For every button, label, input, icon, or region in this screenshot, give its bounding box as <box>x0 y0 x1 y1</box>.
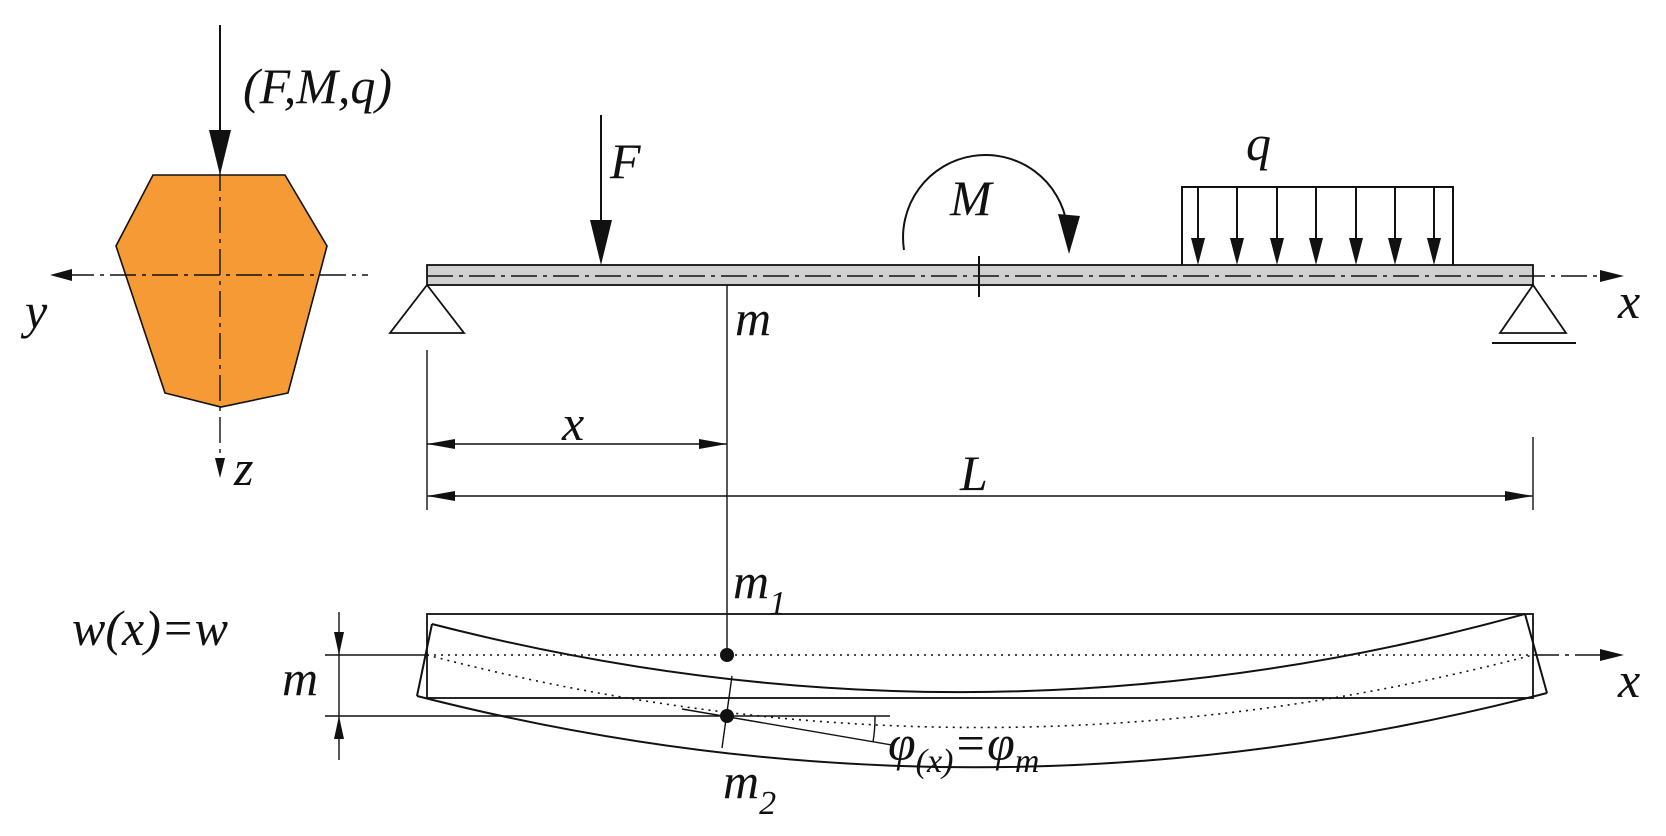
deflected-beam: w(x)=w x m m1 m2 φ(x)=φm <box>72 553 1640 822</box>
rotation-angle-arc <box>872 715 876 743</box>
distributed-load-label: q <box>1246 115 1271 171</box>
dimension-lines: x L <box>426 350 1534 510</box>
beam-x-axis-label: x <box>1617 273 1640 329</box>
loaded-beam: x F M q m <box>388 115 1640 655</box>
dim-x-label: x <box>561 395 584 451</box>
moment-label: M <box>949 170 994 226</box>
beam-x-axis-arrowhead <box>1600 270 1624 282</box>
deflection-dim-label: m <box>282 650 318 706</box>
section-z-axis-label: z <box>233 440 253 496</box>
distributed-load-arrowhead <box>1309 238 1323 265</box>
deformed-beam-left-end <box>416 623 433 697</box>
roller-support-right <box>1498 283 1568 334</box>
dim-x-arrow-right <box>699 439 727 449</box>
section-m-label: m <box>735 290 771 346</box>
point-force-label: F <box>609 133 641 189</box>
moment-arrowhead <box>1058 214 1080 254</box>
point-force-arrowhead <box>590 220 612 265</box>
cross-section-shape <box>115 174 328 408</box>
moment-arc <box>902 154 1068 251</box>
deflection-dim-arrow-bottom <box>334 716 344 739</box>
point-m1-marker <box>720 648 734 662</box>
dim-l-arrow-right <box>1505 491 1533 501</box>
dim-x-arrow-left <box>427 439 455 449</box>
deflected-x-axis-arrowhead <box>1600 649 1624 661</box>
section-load-label: (F,M,q) <box>243 58 392 114</box>
undeformed-beam-outline <box>426 613 1534 699</box>
distributed-load-arrowhead <box>1349 238 1363 265</box>
distributed-load-arrowhead <box>1230 238 1244 265</box>
deflection-equation: w(x)=w <box>72 600 228 656</box>
deformed-beam-top-edge <box>431 613 1526 694</box>
dim-l-label: L <box>959 445 988 501</box>
section-load-arrowhead <box>209 130 231 175</box>
deflection-dim-arrow-top <box>334 632 344 655</box>
dim-l-arrow-left <box>427 491 455 501</box>
distributed-load-arrowhead <box>1191 238 1205 265</box>
distributed-load-arrows <box>1191 187 1441 265</box>
distributed-load-arrowhead <box>1427 238 1441 265</box>
distributed-load-arrowhead <box>1270 238 1284 265</box>
point-m2-label: m2 <box>723 753 776 822</box>
deflected-x-axis-label: x <box>1617 652 1640 708</box>
distributed-load-arrowhead <box>1388 238 1402 265</box>
pin-support-left <box>388 283 466 334</box>
deformed-beam-right-end <box>1524 613 1548 694</box>
distributed-load-outline <box>1181 186 1454 265</box>
deformed-beam-bottom-edge <box>416 692 1548 769</box>
rotation-tangent-line <box>681 708 893 746</box>
cross-section: (F,M,q) y z <box>20 25 392 496</box>
distributed-load <box>1181 186 1454 265</box>
rotated-section-line <box>721 675 733 749</box>
section-z-axis-arrowhead <box>215 458 225 478</box>
point-m1-label: m1 <box>733 553 786 622</box>
rotation-label: φ(x)=φm <box>888 715 1039 780</box>
section-y-axis-label: y <box>20 283 48 339</box>
section-y-axis-arrowhead <box>50 269 72 281</box>
